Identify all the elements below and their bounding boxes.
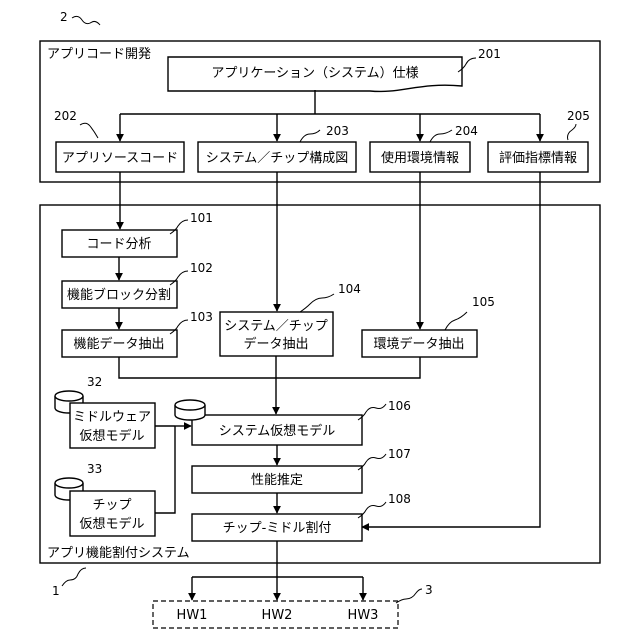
system-chip-diagram-leader [300,130,320,142]
system-frame-leader [62,568,86,586]
environment-data-extract-label: 環境データ抽出 [373,336,464,352]
db-connector-line [155,426,175,513]
evaluation-index-label: 評価指標情報 [499,151,577,166]
database-icon [175,400,205,420]
system-virtual-model-ref: 106 [388,399,411,413]
evaluation-index-ref: 205 [567,109,590,123]
function-data-extract-label: 機能データ抽出 [73,336,164,352]
chip-middleware-allocation-label: チップ-ミドル割付 [223,520,332,536]
app-dev-frame-label: アプリコード開発 [47,47,151,62]
hw1-label: HW1 [177,608,208,623]
middleware-virtual-model-label-1: ミドルウェア [73,410,151,425]
performance-estimation-label: 性能推定 [251,473,303,488]
chip-virtual-model-label-2: 仮想モデル [79,516,144,532]
evaluation-index-leader [568,124,577,140]
code-analysis-label: コード分析 [86,237,151,252]
system-frame-ref: 1 [52,584,60,598]
environment-data-extract-leader [445,312,467,330]
arrow-108-to-hw-trunk [192,541,363,577]
source-code-ref: 202 [54,109,77,123]
system-chip-data-extract-ref: 104 [338,282,361,296]
system-frame-label: アプリ機能割付システム [47,545,190,561]
system-chip-data-extract-label-2: データ抽出 [243,336,308,352]
environment-data-extract-ref: 105 [472,295,495,309]
chip-middleware-allocation-ref: 108 [388,492,411,506]
source-code-label: アプリソースコード [62,151,178,166]
app-dev-ref-leader [72,16,100,25]
system-chip-diagram-ref: 203 [326,124,349,138]
spec-fanout-line [120,90,540,114]
system-virtual-model-label: システム仮想モデル [219,423,336,439]
system-chip-data-extract-leader [300,294,334,312]
hw2-label: HW2 [262,608,293,623]
hw3-label: HW3 [348,608,379,623]
code-analysis-leader [170,220,188,234]
performance-estimation-ref: 107 [388,447,411,461]
chip-virtual-model-label-1: チップ [92,498,131,513]
function-block-split-label: 機能ブロック分割 [67,287,171,303]
environment-info-ref: 204 [455,124,478,138]
spec-document-ref: 201 [478,47,501,61]
environment-info-label: 使用環境情報 [381,150,459,166]
function-data-extract-ref: 103 [190,310,213,324]
system-chip-diagram-label: システム／チップ構成図 [206,151,349,166]
system-chip-data-extract-label-1: システム／チップ [224,319,328,334]
source-code-leader [80,123,98,138]
middleware-virtual-model-label-2: 仮想モデル [79,428,144,444]
code-analysis-ref: 101 [190,211,213,225]
hardware-group-leader [396,589,422,603]
middleware-virtual-model-ref: 32 [87,375,102,389]
function-data-extract-leader [170,320,188,334]
spec-document-label: アプリケーション（システム）仕様 [211,66,418,81]
app-dev-frame-ref: 2 [60,10,68,24]
merge-line-103-105 [119,357,420,378]
environment-info-leader [430,130,452,142]
chip-virtual-model-ref: 33 [87,462,102,476]
function-block-split-ref: 102 [190,261,213,275]
hardware-group-ref: 3 [425,583,433,597]
function-block-split-leader [170,271,188,285]
